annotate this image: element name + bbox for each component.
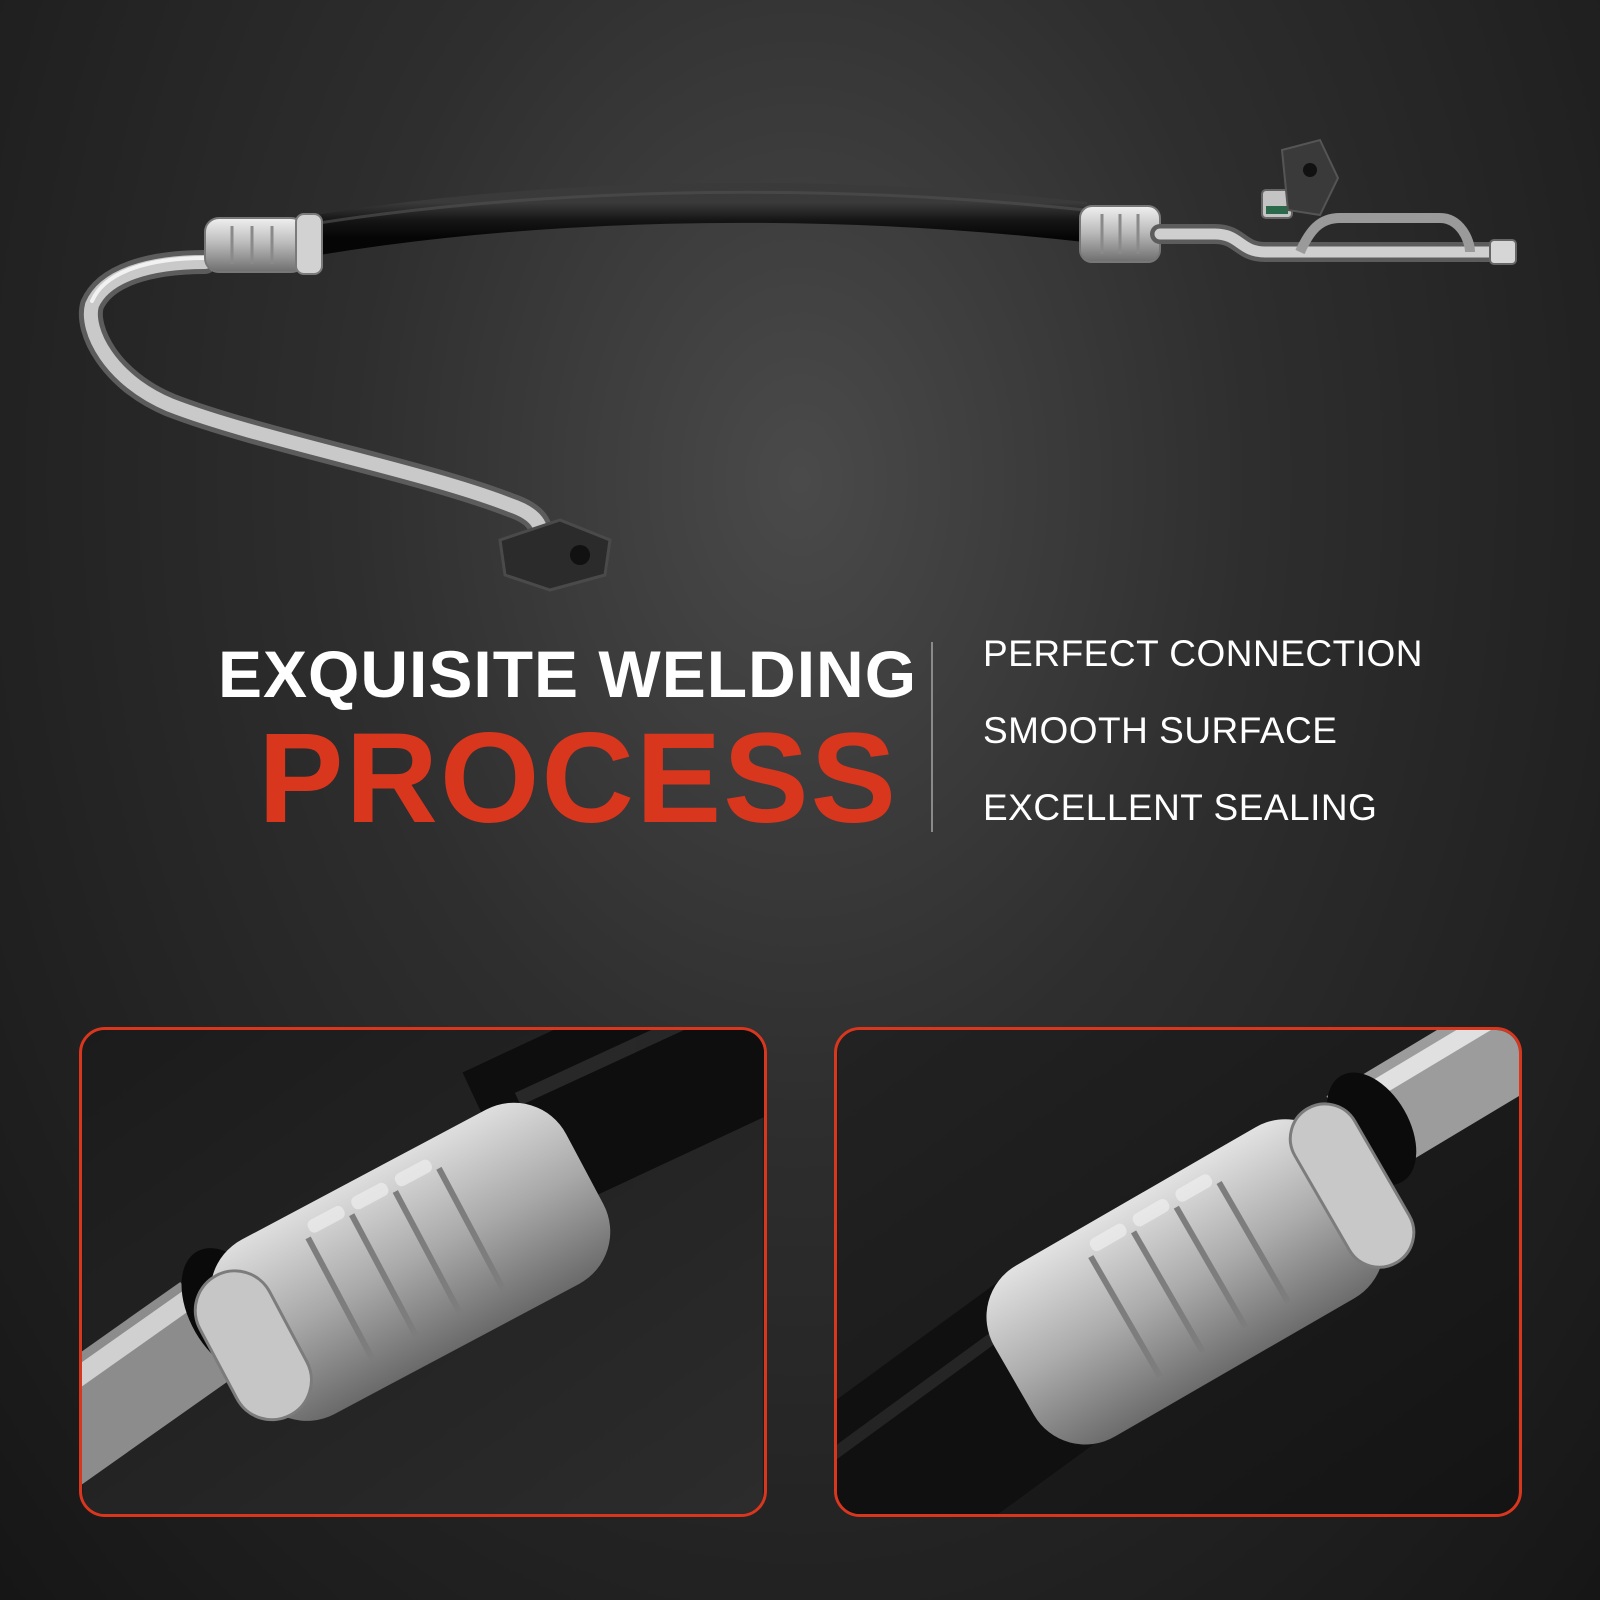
crimp-closeup-left-image [82,1030,764,1514]
divider [931,642,933,832]
feature-item: EXCELLENT SEALING [983,787,1378,828]
feature-item: PERFECT CONNECTION [983,633,1424,674]
headline-title: EXQUISITE WELDING [218,637,918,711]
detail-photo-left [79,1027,767,1517]
feature-list: PERFECT CONNECTION SMOOTH SURFACE EXCELL… [983,634,1463,865]
detail-photo-right [834,1027,1522,1517]
feature-item: SMOOTH SURFACE [983,710,1338,751]
crimp-closeup-right-image [837,1030,1519,1514]
headline-accent: PROCESS [258,707,898,850]
headline: EXQUISITE WELDING PROCESS [218,636,918,850]
hose-assembly-image [78,138,1517,592]
